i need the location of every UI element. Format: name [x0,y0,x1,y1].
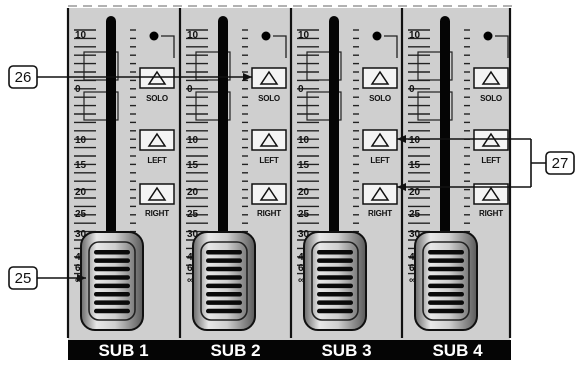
solo-led-icon [373,32,382,41]
fader-scale-label: 0 [409,84,415,95]
button-left-1[interactable] [140,130,174,150]
fader-grip-line [94,267,130,272]
fader-scale-label: 25 [187,209,199,220]
fader-scale-label: 10 [75,30,87,41]
fader-scale-label: 10 [409,30,421,41]
fader-scale-label: 15 [409,160,421,171]
button-label: SOLO [369,94,391,103]
fader-scale-label: 25 [409,209,421,220]
button-right-3[interactable] [363,184,397,204]
fader-grip-line [428,309,464,314]
fader-grip-line [428,284,464,289]
fader-scale-label: 0 [75,84,81,95]
button-label: LEFT [370,156,390,165]
fader-grip-line [206,292,242,297]
solo-led-icon [484,32,493,41]
button-label: RIGHT [257,209,281,218]
button-label: LEFT [481,156,501,165]
fader-grip-line [317,284,353,289]
solo-led-icon [150,32,159,41]
fader-grip-line [206,258,242,263]
fader-knob-1[interactable] [81,232,143,330]
channel-label: SUB 1 [98,341,148,360]
fader-scale-label: 20 [409,187,421,198]
fader-grip-line [317,275,353,280]
channel-label: SUB 3 [321,341,371,360]
fader-grip-line [94,292,130,297]
fader-grip-line [428,267,464,272]
fader-grip-line [206,284,242,289]
button-right-2[interactable] [252,184,286,204]
callout-26: 26 [9,66,37,88]
fader-scale-label: 0 [298,84,304,95]
fader-grip-line [206,309,242,314]
button-label: LEFT [259,156,279,165]
fader-grip-line [94,258,130,263]
button-label: SOLO [258,94,280,103]
callout-27-bracket [531,139,546,187]
fader-knob-3[interactable] [304,232,366,330]
button-left-3[interactable] [363,130,397,150]
fader-scale-label: 10 [187,30,199,41]
fader-grip-line [94,309,130,314]
fader-scale-label: 20 [298,187,310,198]
button-left-2[interactable] [252,130,286,150]
fader-grip-line [317,292,353,297]
fader-scale-label: 10 [409,135,421,146]
fader-scale-label: 15 [298,160,310,171]
fader-grip-line [206,275,242,280]
button-label: RIGHT [479,209,503,218]
button-right-1[interactable] [140,184,174,204]
fader-scale-label: 10 [75,135,87,146]
fader-grip-line [428,258,464,263]
fader-grip-line [428,292,464,297]
fader-grip-line [94,284,130,289]
callout-27: 27 [546,152,574,174]
fader-scale-label: 10 [298,135,310,146]
button-label: RIGHT [368,209,392,218]
fader-grip-line [206,250,242,255]
fader-scale-label: 25 [298,209,310,220]
fader-scale-label: 10 [187,135,199,146]
fader-grip-line [206,300,242,305]
button-left-4[interactable] [474,130,508,150]
fader-knob-4[interactable] [415,232,477,330]
solo-led-icon [262,32,271,41]
fader-scale-label: 20 [75,187,87,198]
fader-scale-label: 15 [187,160,199,171]
fader-grip-line [94,275,130,280]
fader-grip-line [317,267,353,272]
fader-grip-line [94,300,130,305]
button-solo-3[interactable] [363,68,397,88]
channel-label: SUB 2 [210,341,260,360]
fader-grip-line [94,250,130,255]
button-label: SOLO [146,94,168,103]
fader-scale-label: 20 [187,187,199,198]
fader-knob-2[interactable] [193,232,255,330]
fader-scale-label: 15 [75,160,87,171]
button-solo-1[interactable] [140,68,174,88]
fader-scale-label: 25 [75,209,87,220]
button-solo-2[interactable] [252,68,286,88]
fader-scale-label: 10 [298,30,310,41]
fader-grip-line [428,250,464,255]
button-label: LEFT [147,156,167,165]
fader-scale-label: 0 [187,84,193,95]
fader-grip-line [428,275,464,280]
callout-25: 25 [9,267,37,289]
fader-grip-line [428,300,464,305]
button-label: RIGHT [145,209,169,218]
button-solo-4[interactable] [474,68,508,88]
callout-number: 27 [552,155,569,172]
fader-grip-line [317,250,353,255]
fader-grip-line [206,267,242,272]
channel-label: SUB 4 [432,341,483,360]
fader-grip-line [317,300,353,305]
callout-number: 25 [15,270,32,287]
callout-number: 26 [15,69,32,86]
fader-grip-line [317,258,353,263]
fader-grip-line [317,309,353,314]
button-label: SOLO [480,94,502,103]
